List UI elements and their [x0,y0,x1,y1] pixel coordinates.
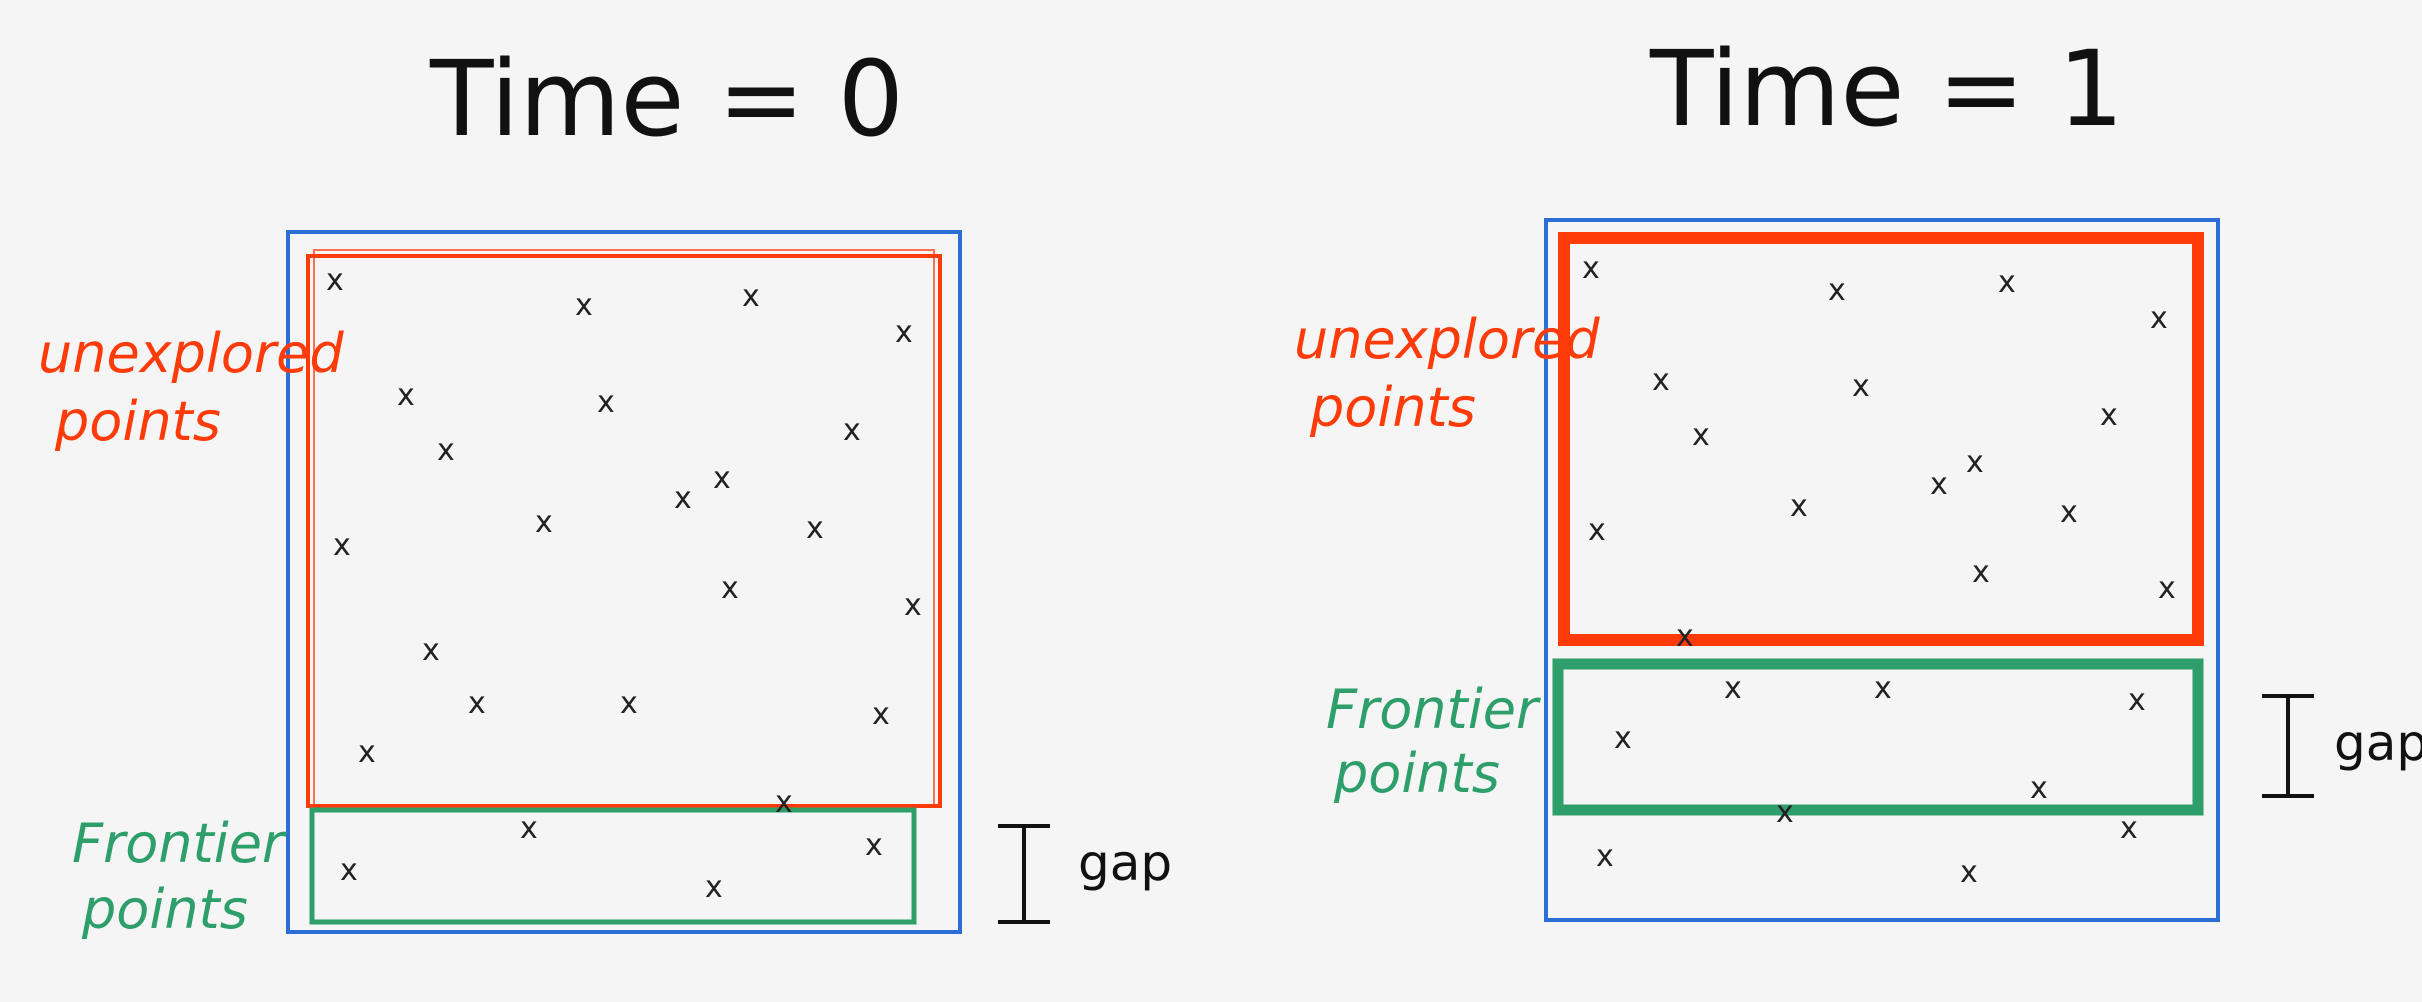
point: x [674,481,692,516]
unexplored-box [306,254,942,808]
unexplored-label-line1: unexplored [38,322,344,385]
point: x [358,735,376,770]
unexplored-label-line1: unexplored [1294,308,1600,371]
point: x [1652,363,1670,398]
point: x [1972,555,1990,590]
point: x [1852,369,1870,404]
point: x [713,461,731,496]
point: x [597,385,615,420]
unexplored-label-line2: points [1309,376,1476,439]
panel-time-0: Time = 0 unexplored points Frontier poin… [38,38,1172,941]
frontier-label-line1: Frontier [1326,678,1541,741]
point: x [865,828,883,863]
point: x [705,870,723,905]
point: x [872,697,890,732]
point: x [575,288,593,323]
point: x [1874,671,1892,706]
frontier-label-line1: Frontier [72,812,287,875]
point: x [620,686,638,721]
point: x [468,686,486,721]
point: x [520,811,538,846]
gap-label: gap [2334,714,2422,772]
point: x [2100,398,2118,433]
point: x [1588,513,1606,548]
point: x [422,633,440,668]
points-layer: x x x x x x x x x x x x x x x x x x x x … [326,263,922,905]
point: x [904,588,922,623]
point: x [437,433,455,468]
point: x [775,785,793,820]
point: x [1790,489,1808,524]
gap-label: gap [1078,834,1172,892]
point: x [742,279,760,314]
frontier-label-line2: points [81,878,248,941]
point: x [1724,671,1742,706]
point: x [1966,445,1984,480]
point: x [895,315,913,350]
panel-title: Time = 1 [1649,28,2124,150]
gap-marker [2262,694,2314,798]
point: x [397,378,415,413]
point: x [1676,619,1694,654]
unexplored-box [1558,232,2204,646]
frontier-label-line2: points [1333,742,1500,805]
panel-time-1: Time = 1 unexplored points Frontier poin… [1294,28,2422,922]
point: x [535,505,553,540]
point: x [2150,301,2168,336]
unexplored-label-line2: points [54,390,221,453]
point: x [2060,495,2078,530]
point: x [1776,795,1794,830]
point: x [1614,721,1632,756]
point: x [1828,273,1846,308]
all-points-box [286,230,962,934]
point: x [2158,571,2176,606]
point: x [1692,418,1710,453]
point: x [333,528,351,563]
points-layer: x x x x x x x x x x x x x x x x x x x x … [1582,251,2176,890]
point: x [721,571,739,606]
point: x [2030,771,2048,806]
point: x [843,413,861,448]
point: x [1596,839,1614,874]
point: x [2128,683,2146,718]
point: x [806,511,824,546]
unexplored-box-sketch [313,249,935,807]
frontier-box [309,807,917,925]
point: x [1960,855,1978,890]
point: x [326,263,344,298]
all-points-box [1544,218,2220,922]
frontier-box [1552,658,2204,816]
point: x [2120,811,2138,846]
point: x [1998,265,2016,300]
point: x [340,853,358,888]
panel-title: Time = 0 [429,38,904,160]
point: x [1930,467,1948,502]
point: x [1582,251,1600,286]
gap-marker [998,824,1050,924]
